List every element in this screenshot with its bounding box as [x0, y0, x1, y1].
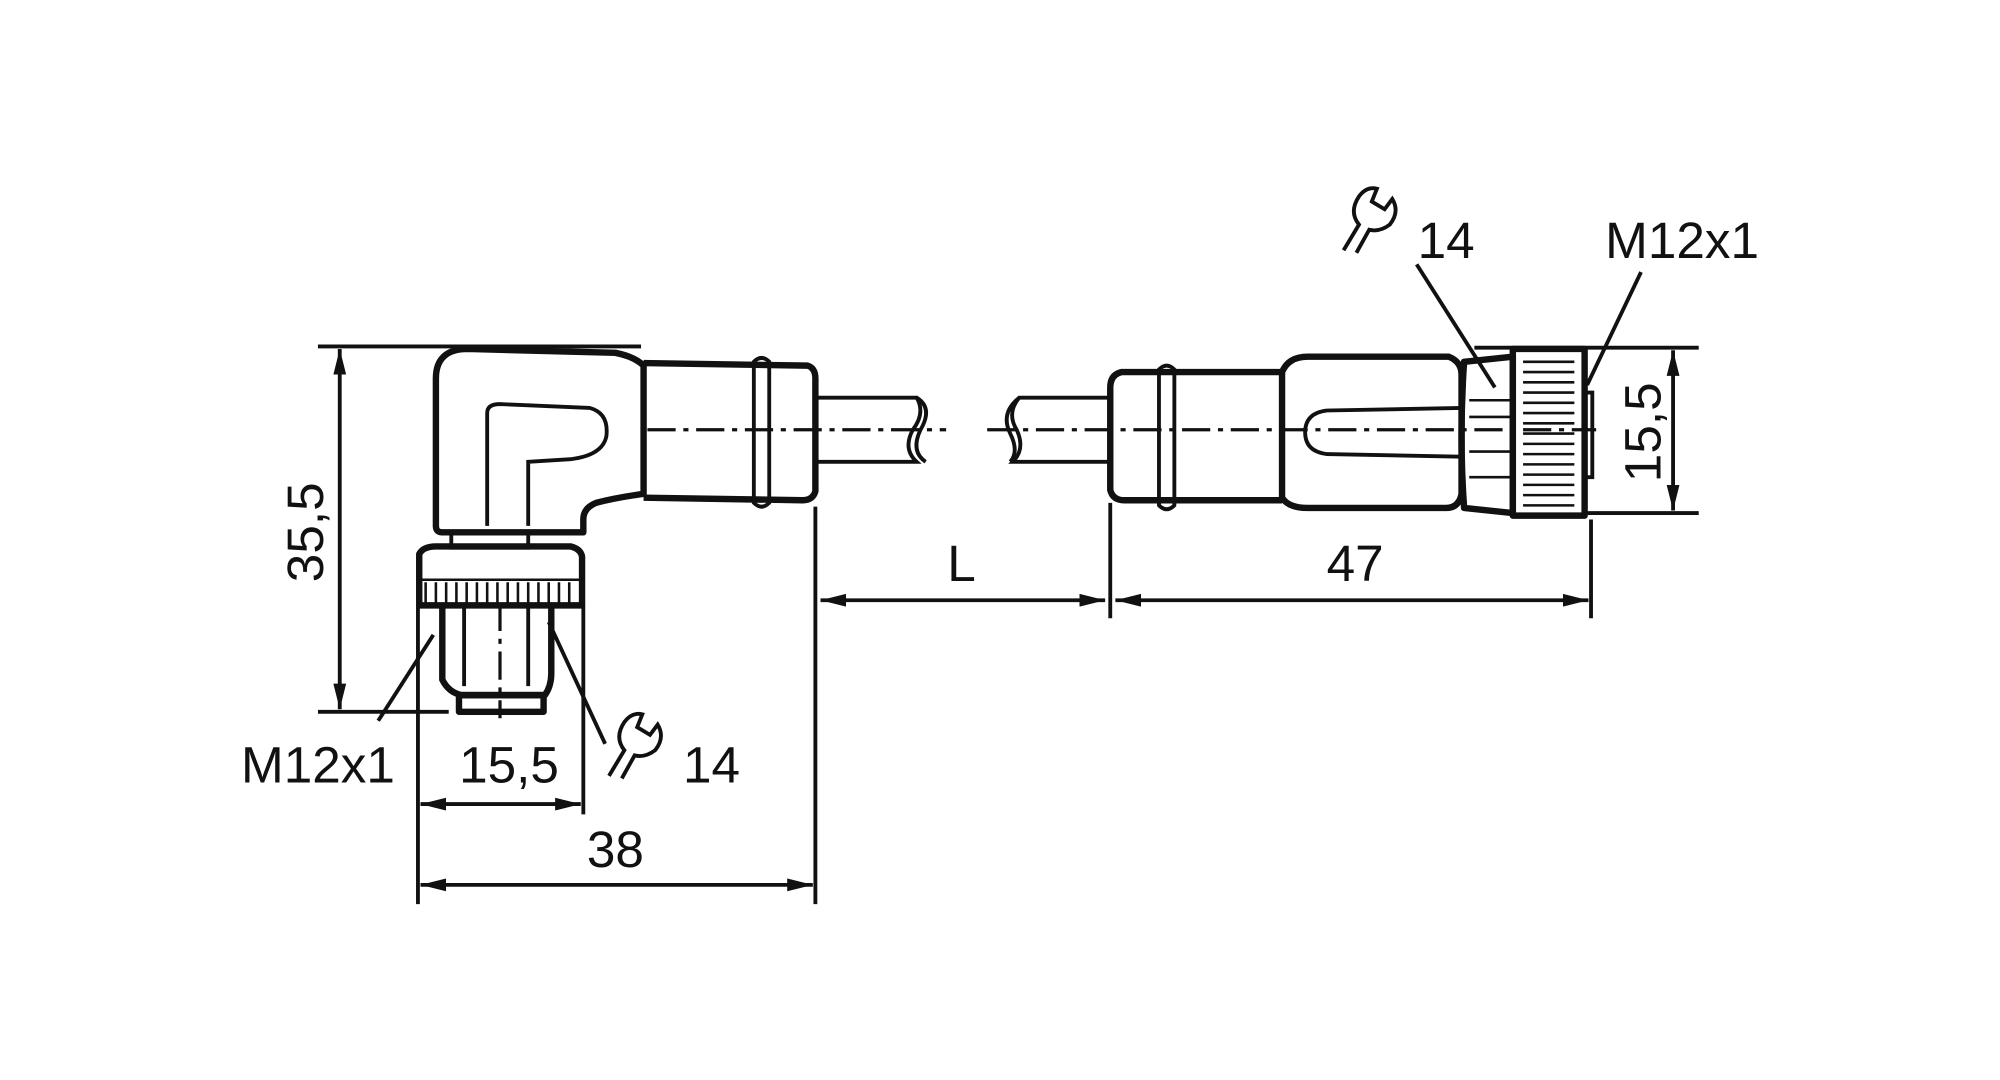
- length-right-dim-label: 47: [1327, 535, 1384, 592]
- diameter-right-dim-label: 15,5: [1614, 382, 1671, 482]
- thread-callout-right: M12x1: [1585, 212, 1759, 386]
- wrench-size-left: 14: [683, 736, 740, 793]
- dimension-height-left: 35,5: [277, 344, 642, 714]
- nut-width-dim-label: 15,5: [459, 736, 559, 793]
- right-straight-connector: [1107, 345, 1595, 519]
- height-dim-label: 35,5: [277, 482, 334, 582]
- wrench-size-right: 14: [1418, 212, 1475, 269]
- dimension-cable-length: L: [820, 502, 1113, 619]
- thread-label-left: M12x1: [241, 736, 395, 793]
- length-left-dim-label: 38: [587, 821, 644, 878]
- dimension-length-left: 38: [420, 506, 818, 905]
- wrench-icon: [1341, 186, 1398, 254]
- left-angled-connector: [416, 345, 819, 719]
- dimension-nut-width-left: 15,5: [416, 605, 586, 905]
- thread-callout-left: M12x1: [241, 633, 435, 793]
- dimension-length-right: 47: [1115, 519, 1593, 619]
- knurl: [419, 578, 583, 603]
- wrench-icon: [607, 711, 663, 780]
- thread-label-right: M12x1: [1605, 212, 1759, 269]
- wrench-callout-left: 14: [546, 621, 740, 793]
- cable-length-label: L: [947, 535, 976, 592]
- wrench-callout-right: 14: [1341, 186, 1497, 389]
- dimension-diameter-right: 15,5: [1474, 345, 1699, 516]
- cable: [647, 395, 1597, 464]
